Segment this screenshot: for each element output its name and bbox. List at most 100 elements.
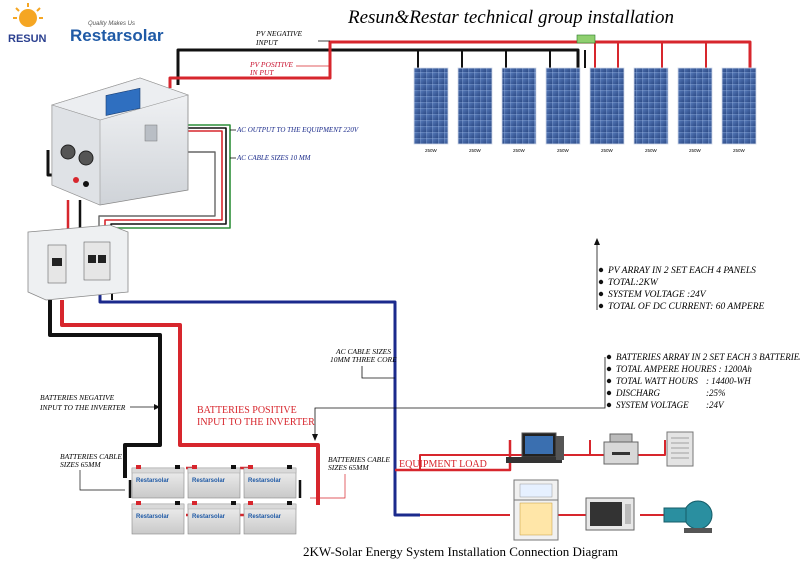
battery-spec-label: TOTAL WATT HOURS: [616, 376, 698, 386]
computer-icon: [506, 432, 564, 463]
pv-panel-watt: 250W: [469, 148, 482, 153]
resun-logo-text: RESUN: [8, 33, 47, 45]
pv-spec-text: TOTAL OF DC CURRENT: 60 AMPERE: [608, 302, 765, 312]
battery-brand: Restarsolar: [192, 514, 226, 520]
battery-spec-value: : 14400-WH: [706, 376, 751, 386]
svg-text:INPUT: INPUT: [255, 38, 278, 47]
pv-negative-label: PV NEGATIVE INPUT: [255, 29, 330, 47]
battery-cable-left-label: BATTERIES CABLE SIZES 65MM: [60, 452, 125, 491]
battery: Restarsolar: [243, 501, 297, 535]
battery-spec-item: DISCHARG :25%: [606, 388, 726, 398]
bullet-icon: [606, 390, 612, 396]
battery-spec-item: TOTAL WATT HOURS : 14400-WH: [606, 376, 751, 386]
battery-spec-value: :25%: [706, 388, 726, 398]
pv-positive-label: PV POSITIVE IN PUT: [249, 60, 330, 77]
battery: Restarsolar: [187, 465, 241, 499]
bullet-icon: [606, 402, 612, 408]
svg-text:SIZES 65MM: SIZES 65MM: [328, 463, 369, 472]
equipment-load-label: EQUIPMENT LOAD: [399, 459, 487, 470]
svg-text:SIZES 65MM: SIZES 65MM: [60, 460, 101, 469]
arrow-up-icon: [594, 238, 600, 245]
svg-text:INPUT TO THE INVERTER: INPUT TO THE INVERTER: [39, 403, 126, 412]
arrow-right-icon: [154, 404, 160, 410]
pv-panel-watt: 250W: [557, 148, 570, 153]
refrigerator-icon: [513, 479, 559, 541]
battery-cable-right-label: BATTERIES CABLE SIZES 65MM: [310, 455, 390, 499]
pv-spec-item: PV ARRAY IN 2 SET EACH 4 PANELS: [598, 266, 756, 276]
microwave-icon: [585, 497, 635, 531]
resun-logo: RESUN: [8, 3, 47, 45]
svg-text:AC CABLE SIZES: AC CABLE SIZES: [335, 347, 391, 356]
battery: Restarsolar: [131, 501, 185, 535]
svg-text:BATTERIES POSITIVE: BATTERIES POSITIVE: [197, 405, 297, 416]
battery: Restarsolar: [187, 501, 241, 535]
battery-brand: Restarsolar: [136, 478, 170, 484]
battery-spec-label: DISCHARG: [615, 388, 660, 398]
inverter-fan-left: [60, 144, 76, 160]
pv-panel: 250W: [721, 67, 757, 153]
pv-panel-watt: 250W: [513, 148, 526, 153]
battery-spec-label: BATTERIES ARRAY IN 2 SET EACH 3 BATTERIE…: [616, 352, 800, 362]
bullet-icon: [606, 366, 612, 372]
battery-spec-label: TOTAL AMPERE HOURES : 1200Ah: [616, 364, 752, 374]
pv-panel: 250W: [501, 67, 537, 153]
pv-panel: 250W: [633, 67, 669, 153]
pv-panel-watt: 250W: [645, 148, 658, 153]
pv-spec-text: SYSTEM VOLTAGE :24V: [608, 290, 707, 300]
pv-panel: 250W: [413, 67, 449, 153]
pv-spec-text: TOTAL:2KW: [608, 278, 659, 288]
restar-logo-text: Restarsolar: [70, 26, 164, 45]
equipment: [506, 431, 713, 541]
battery-spec-item: BATTERIES ARRAY IN 2 SET EACH 3 BATTERIE…: [606, 352, 800, 362]
battery-spec-item: SYSTEM VOLTAGE :24V: [606, 400, 725, 410]
battery-spec-value: :24V: [706, 400, 725, 410]
pv-spec-item: SYSTEM VOLTAGE :24V: [598, 290, 707, 300]
restar-logo: Quality Makes Us Restarsolar: [70, 21, 164, 45]
pv-spec-text: PV ARRAY IN 2 SET EACH 4 PANELS: [607, 266, 756, 276]
inverter: [50, 77, 189, 206]
pv-spec-item: TOTAL OF DC CURRENT: 60 AMPERE: [598, 302, 765, 312]
bullet-icon: [598, 267, 604, 273]
ac-cable-three-core-label: AC CABLE SIZES 10MM THREE CORE: [330, 347, 397, 379]
ac-output-label: AC OUTPUT TO THE EQUIPMENT 220V: [230, 126, 359, 134]
ac-cable-label: AC CABLE SIZES 10 MM: [230, 154, 312, 162]
arrow-down-icon: [312, 434, 318, 441]
svg-text:BATTERIES NEGATIVE: BATTERIES NEGATIVE: [40, 393, 115, 402]
page-title: Resun&Restar technical group installatio…: [347, 7, 674, 28]
water-pump-icon: [663, 500, 713, 533]
air-cooler-icon: [666, 431, 694, 467]
svg-text:BATTERIES CABLE: BATTERIES CABLE: [60, 452, 122, 461]
svg-text:PV POSITIVE: PV POSITIVE: [249, 60, 293, 69]
restar-tagline: Quality Makes Us: [88, 21, 135, 27]
pv-panel: 250W: [545, 67, 581, 153]
pv-specs: PV ARRAY IN 2 SET EACH 4 PANELS TOTAL:2KW…: [594, 238, 765, 312]
pv-combiner-box: [576, 34, 596, 44]
pv-panel: 250W: [677, 67, 713, 153]
battery: Restarsolar: [131, 465, 185, 499]
bullet-icon: [606, 378, 612, 384]
battery-brand: Restarsolar: [136, 514, 170, 520]
breaker-box: [27, 224, 129, 301]
pv-panel-watt: 250W: [601, 148, 614, 153]
inverter-fan-right: [78, 150, 94, 166]
inverter-display: [105, 87, 141, 116]
printer-icon: [603, 433, 639, 465]
pv-spec-item: TOTAL:2KW: [598, 278, 659, 288]
bullet-icon: [598, 291, 604, 297]
svg-text:10MM THREE CORE: 10MM THREE CORE: [330, 355, 397, 364]
svg-text:INPUT TO THE INVERTER: INPUT TO THE INVERTER: [197, 417, 315, 428]
battery-brand: Restarsolar: [192, 478, 226, 484]
svg-text:IN PUT: IN PUT: [249, 68, 274, 77]
svg-text:AC CABLE SIZES 10 MM: AC CABLE SIZES 10 MM: [236, 154, 312, 162]
bullet-icon: [598, 303, 604, 309]
batteries-positive-label: BATTERIES POSITIVE INPUT TO THE INVERTER: [197, 405, 315, 428]
battery: Restarsolar: [243, 465, 297, 499]
battery-brand: Restarsolar: [248, 478, 282, 484]
battery-spec-label: SYSTEM VOLTAGE: [616, 400, 689, 410]
pv-panel: 250W: [589, 67, 625, 153]
bullet-icon: [598, 279, 604, 285]
svg-text:BATTERIES CABLE: BATTERIES CABLE: [328, 455, 390, 464]
